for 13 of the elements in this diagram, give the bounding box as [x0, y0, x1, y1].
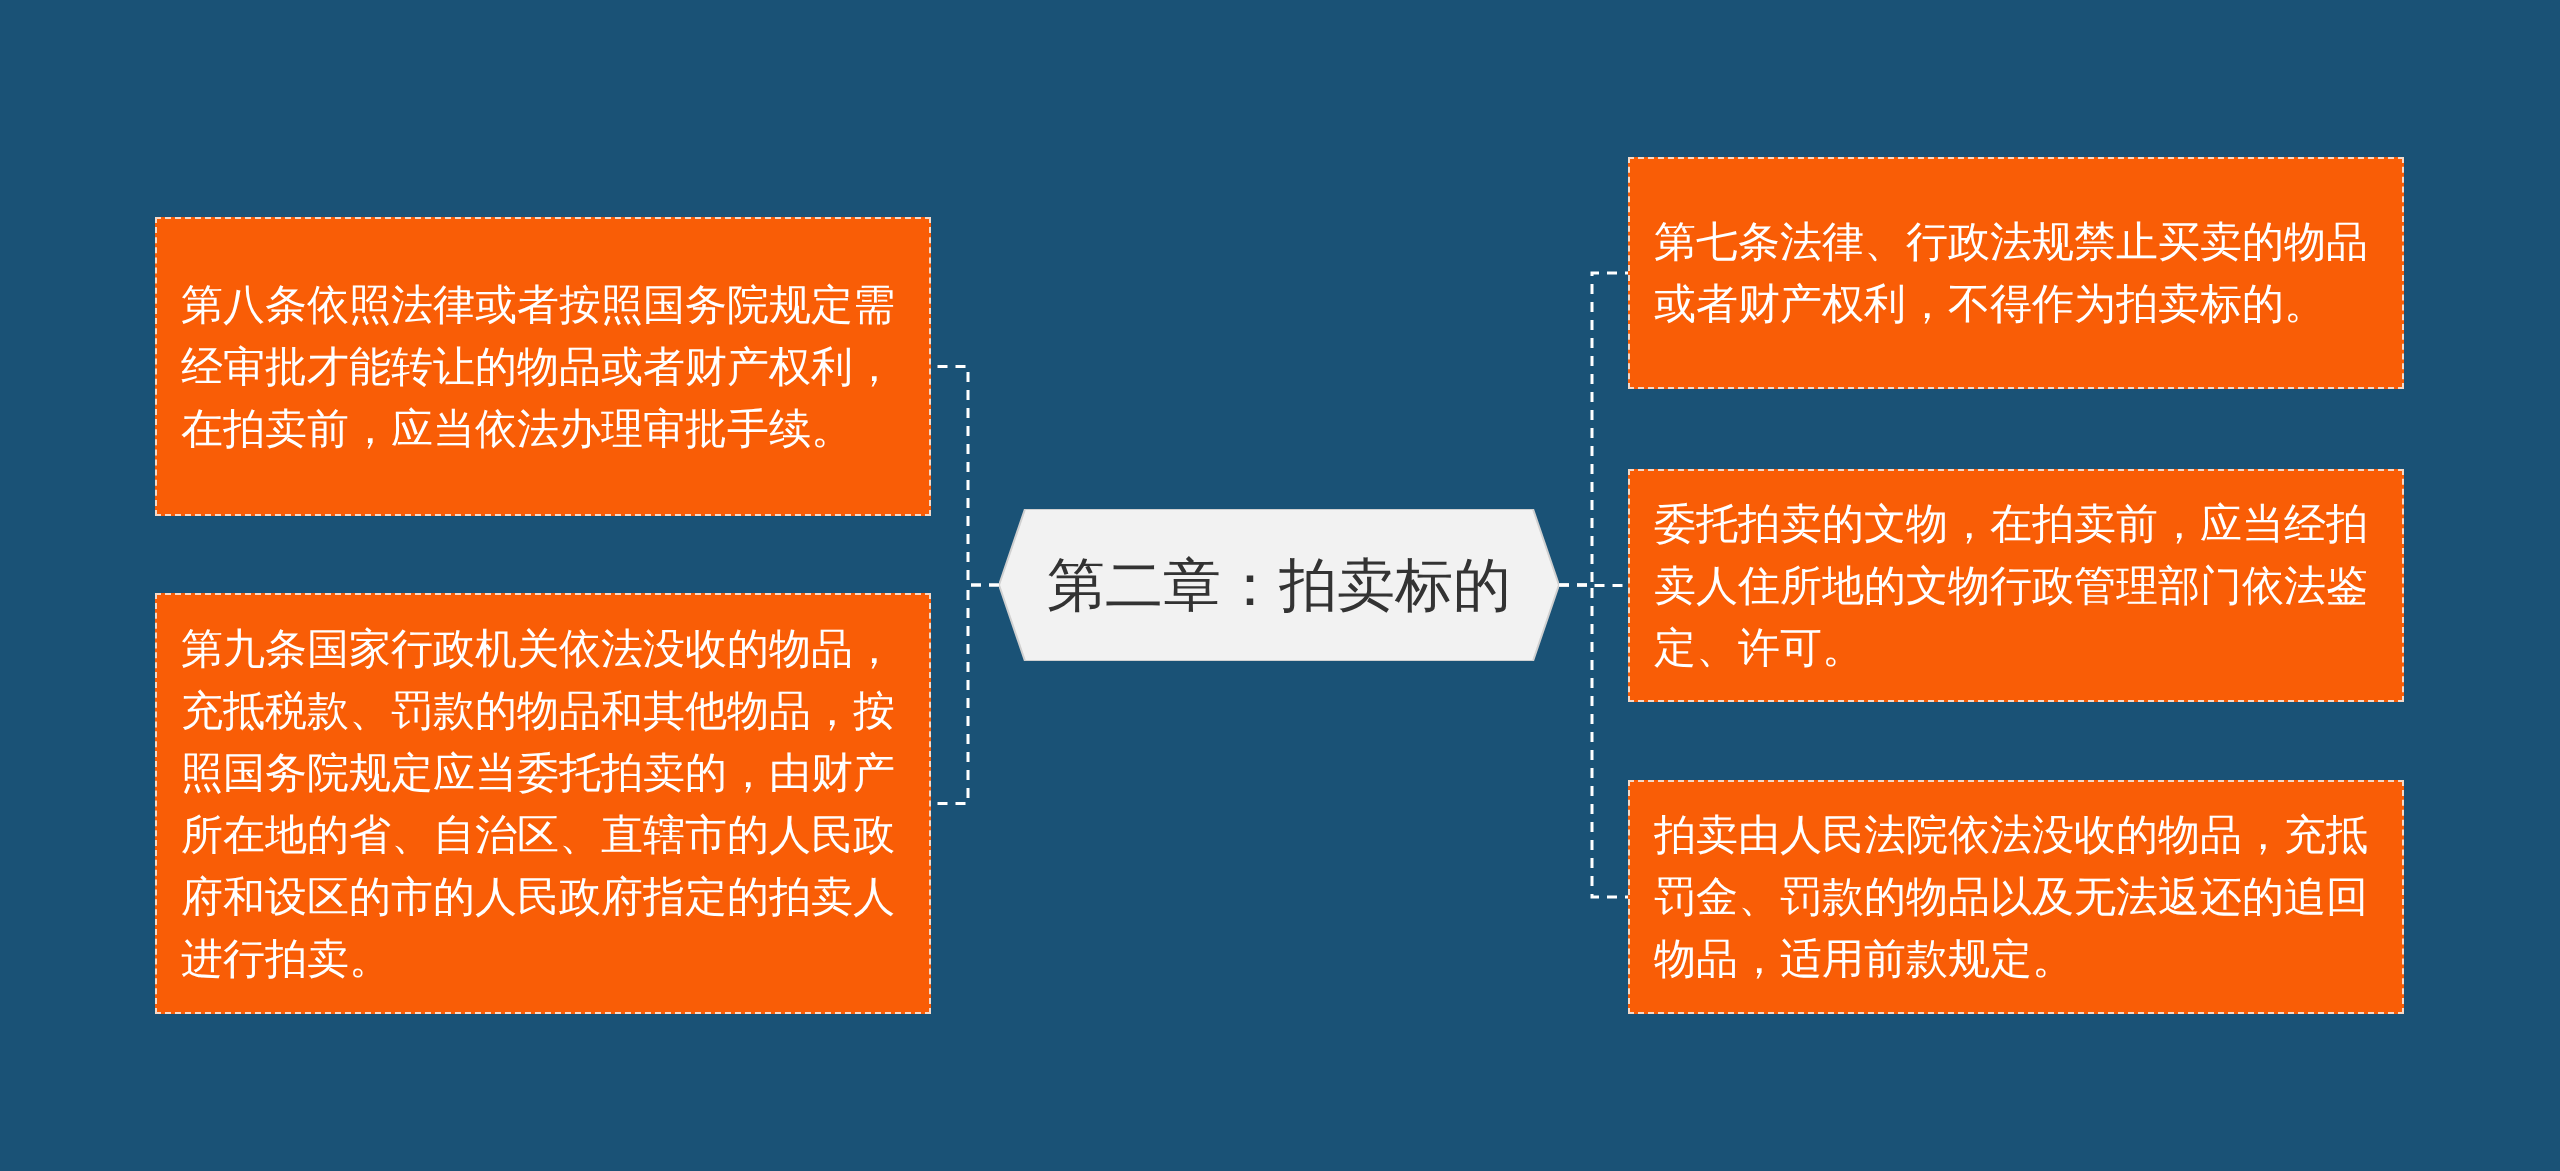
node-text: 第二章：拍卖标的	[1047, 550, 1511, 620]
node-text: 拍卖由人民法院依法没收的物品，充抵罚金、罚款的物品以及无法返还的追回物品，适用前款规定。	[1654, 809, 2369, 985]
text-box	[155, 593, 931, 1014]
text-box	[1628, 157, 2404, 389]
node-text: 第七条法律、行政法规禁止买卖的物品或者财产权利，不得作为拍卖标的。	[1654, 216, 2369, 330]
topic-hexagon	[999, 509, 1559, 661]
text-box	[1628, 469, 2404, 702]
text-box	[1628, 780, 2404, 1014]
node-text: 第九条国家行政机关依法没收的物品，充抵税款、罚款的物品和其他物品，按照国务院规定应当委托拍卖的，由财产所在地的省、自治区、直辖市的人民政府和设区的市的人民政府指定的拍卖人进行拍卖。	[181, 622, 896, 985]
connector-line	[1559, 583, 1628, 899]
text-box	[155, 217, 931, 516]
node-text: 委托拍卖的文物，在拍卖前，应当经拍卖人住所地的文物行政管理部门依法鉴定、许可。	[1654, 497, 2369, 674]
node-text: 第八条依照法律或者按照国务院规定需经审批才能转让的物品或者财产权利，在拍卖前，应当依法办理审批手续。	[181, 278, 896, 455]
